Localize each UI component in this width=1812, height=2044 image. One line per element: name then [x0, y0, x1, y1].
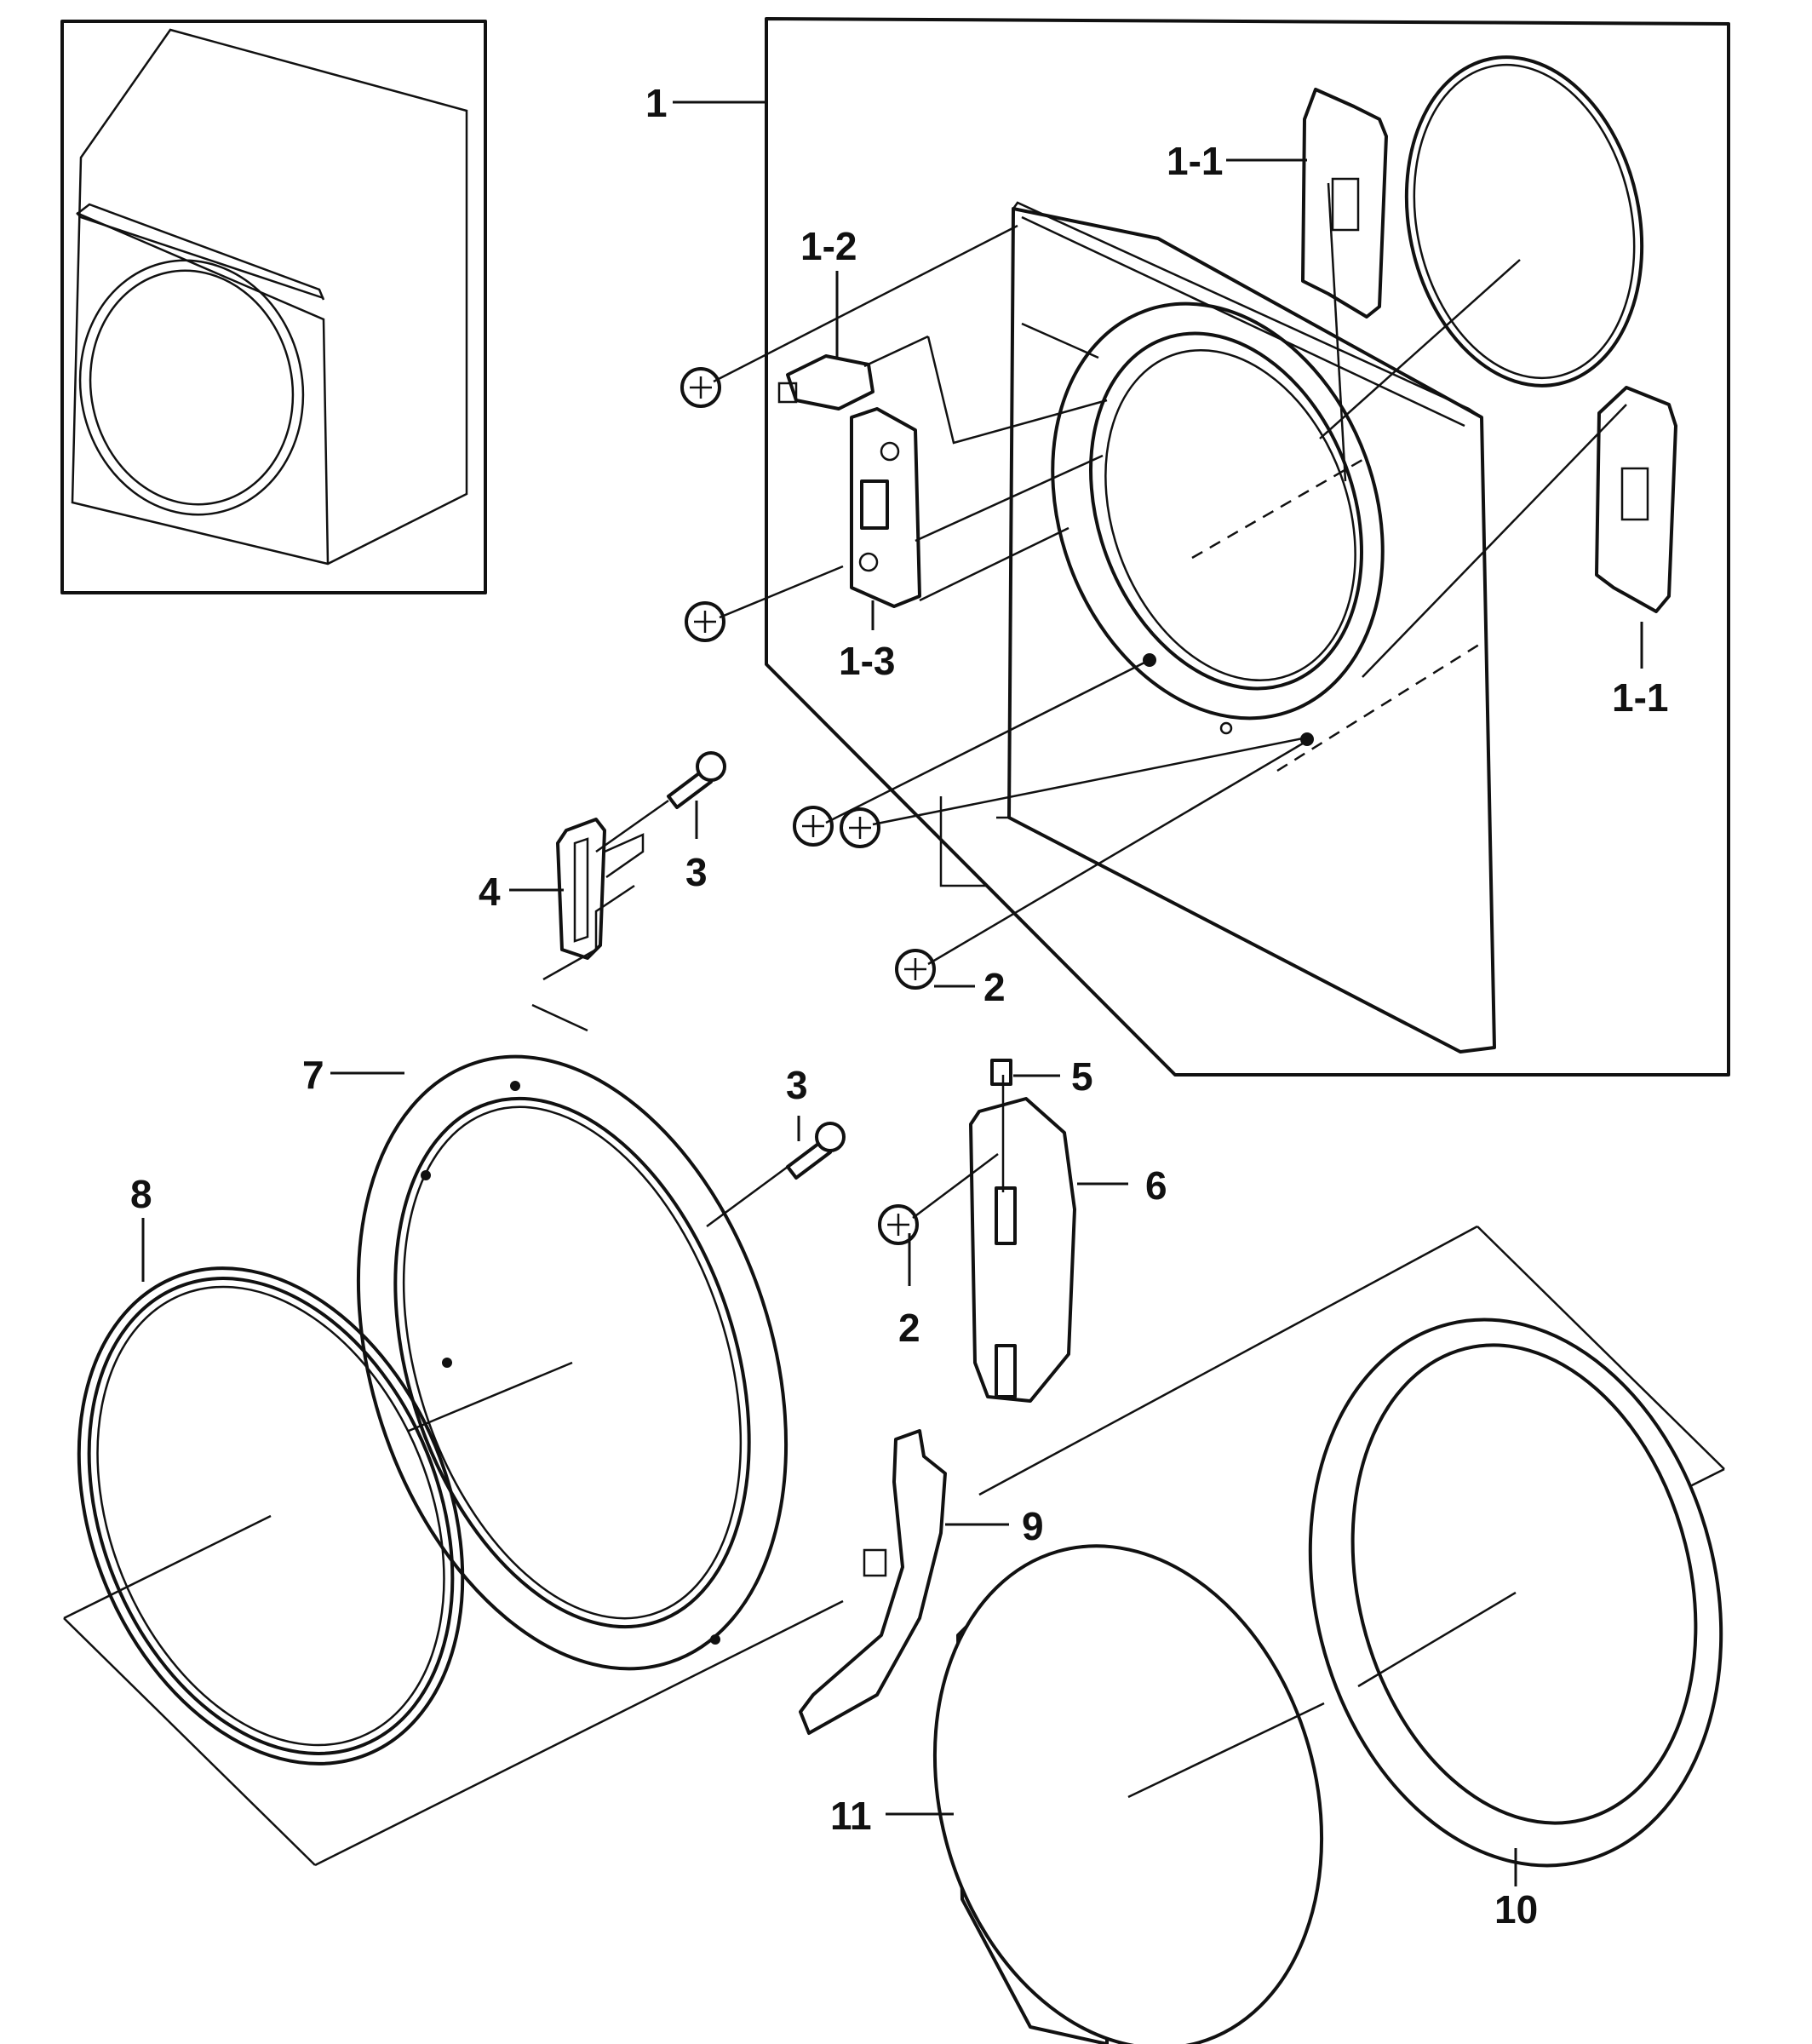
label-part-1-2: 1-2 [800, 224, 857, 268]
panel-seal-ring [1404, 55, 1644, 388]
screw-part-2-upper [895, 949, 936, 990]
hinge-plate-1-1-lower [1595, 386, 1677, 613]
label-part-3-lower: 3 [786, 1063, 808, 1107]
door-bracket-part-9 [799, 1429, 947, 1735]
hinge-plate-1-1-upper [1301, 88, 1388, 319]
label-part-11: 11 [830, 1794, 872, 1838]
hinge-pin-part-5 [990, 1059, 1012, 1086]
label-part-8: 8 [130, 1172, 152, 1216]
door-hinge-part-6 [969, 1097, 1076, 1403]
label-part-2-lower: 2 [898, 1306, 920, 1350]
label-part-1-1-lower: 1-1 [1612, 675, 1668, 720]
label-part-3-upper: 3 [685, 850, 708, 894]
label-part-7: 7 [302, 1053, 324, 1097]
label-part-6: 6 [1145, 1163, 1167, 1208]
screw-top-lower [685, 601, 725, 642]
label-part-5: 5 [1071, 1054, 1093, 1099]
tapping-screw-part-3-lower [786, 1122, 846, 1180]
front-panel [1007, 201, 1496, 1054]
door-glass-part-11 [932, 1544, 1324, 2044]
inset-dryer-view [60, 20, 487, 594]
tapping-screw-part-3-upper [667, 751, 726, 809]
screw-part-2-lower [878, 1204, 919, 1245]
label-part-1-3: 1-3 [839, 639, 895, 683]
screw-top-upper [680, 367, 721, 408]
door-switch-1-2 [777, 354, 874, 411]
label-part-2-upper: 2 [983, 965, 1006, 1009]
front-panel-assembly-frame [765, 17, 1730, 1077]
label-part-1-1-upper: 1-1 [1167, 139, 1223, 183]
label-part-10: 10 [1494, 1887, 1538, 1932]
label-part-1: 1 [645, 81, 668, 125]
label-part-9: 9 [1022, 1504, 1044, 1548]
assembly-lines [63, 182, 1725, 1867]
screw-mid-right [840, 807, 880, 848]
label-leaders [141, 100, 1643, 1886]
door-strike-1-3 [850, 407, 921, 608]
screw-mid-left [793, 806, 834, 847]
door-gasket-part-8 [77, 1266, 465, 1766]
label-part-4: 4 [479, 870, 501, 914]
